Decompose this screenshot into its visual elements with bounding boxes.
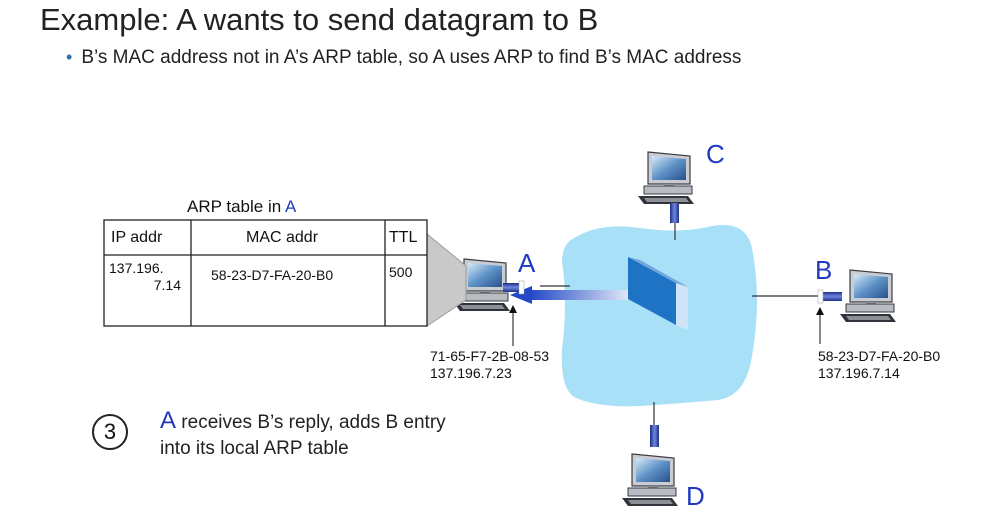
- arp-table-host: A: [284, 197, 297, 216]
- arp-table-caption: ARP table in A: [187, 197, 297, 216]
- nic-plug-a: [503, 283, 523, 292]
- switch-icon: [628, 257, 688, 330]
- step-description: A receives B’s reply, adds B entry into …: [160, 407, 446, 460]
- bullet-icon: •: [66, 47, 73, 67]
- row-mac-addr: 58-23-D7-FA-20-B0: [211, 267, 334, 283]
- bullet-text: B’s MAC address not in A’s ARP table, so…: [81, 47, 742, 68]
- nic-plug-d: [650, 425, 659, 447]
- reply-beam: [530, 290, 628, 300]
- bullet-point: • B’s MAC address not in A’s ARP table, s…: [66, 47, 741, 69]
- row-ip-addr: 137.196. 7.14: [109, 260, 181, 293]
- host-b-label: B: [815, 255, 833, 285]
- step-host: A: [160, 407, 177, 434]
- reply-arrow-icon: [510, 286, 532, 304]
- computer-d-icon: [621, 453, 679, 507]
- host-b-mac: 58-23-D7-FA-20-B0: [818, 348, 941, 364]
- host-d-label: D: [686, 481, 705, 511]
- host-c-label: C: [706, 139, 725, 169]
- arp-table-frame: [103, 219, 428, 327]
- header-ttl: TTL: [389, 229, 418, 246]
- table-zoom-wedge: [426, 232, 467, 327]
- host-b-addresses: 58-23-D7-FA-20-B0 137.196.7.14: [818, 348, 940, 382]
- host-a-mac: 71-65-F7-2B-08-53: [430, 348, 550, 364]
- nic-plug-c: [670, 203, 679, 223]
- row-ttl: 500: [389, 264, 413, 280]
- step-number-badge: 3: [92, 414, 128, 450]
- computer-c-icon: [637, 151, 695, 205]
- host-a-label: A: [518, 248, 536, 278]
- host-b-ip: 137.196.7.14: [818, 365, 900, 381]
- nic-plug-b: [820, 292, 842, 301]
- host-a-addresses: 71-65-F7-2B-08-53 137.196.7.23: [430, 348, 549, 382]
- header-mac-addr: MAC addr: [246, 229, 319, 246]
- header-ip-addr: IP addr: [111, 229, 163, 246]
- host-a-ip: 137.196.7.23: [430, 365, 512, 381]
- slide-title: Example: A wants to send datagram to B: [40, 2, 599, 37]
- computer-b-icon: [839, 269, 897, 323]
